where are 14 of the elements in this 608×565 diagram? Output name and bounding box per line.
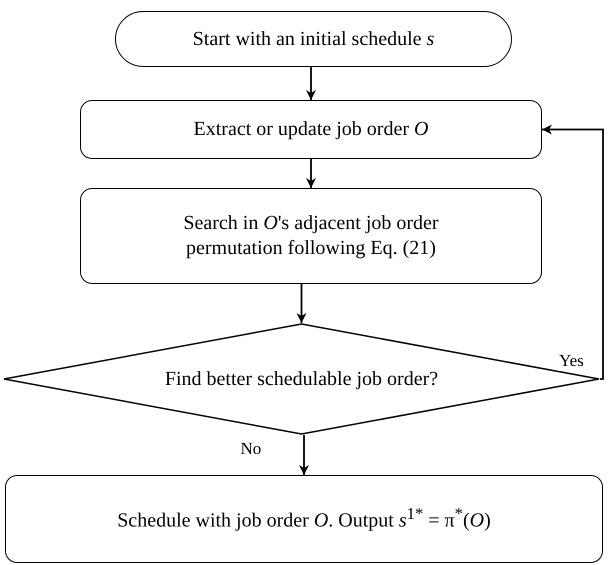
arrow bbox=[296, 284, 306, 323]
process-box bbox=[5, 475, 603, 563]
node-text: Find better schedulable job order? bbox=[164, 366, 438, 392]
process-box bbox=[80, 188, 542, 284]
node-text: Extract or update job order O bbox=[194, 117, 428, 142]
arrow bbox=[299, 435, 309, 475]
decision-diamond bbox=[3, 323, 600, 435]
arrow bbox=[306, 159, 316, 188]
node-text: Start with an initial schedule s bbox=[192, 26, 434, 52]
process-box bbox=[80, 100, 542, 159]
arrow bbox=[542, 124, 604, 380]
node-text: Search in O's adjacent job order permutation following Eq. (21) bbox=[182, 211, 440, 261]
arrow bbox=[306, 67, 316, 100]
node-text: Schedule with job order O. Output s$^{1*}$ = π$^{*}$(O) bbox=[117, 504, 491, 534]
